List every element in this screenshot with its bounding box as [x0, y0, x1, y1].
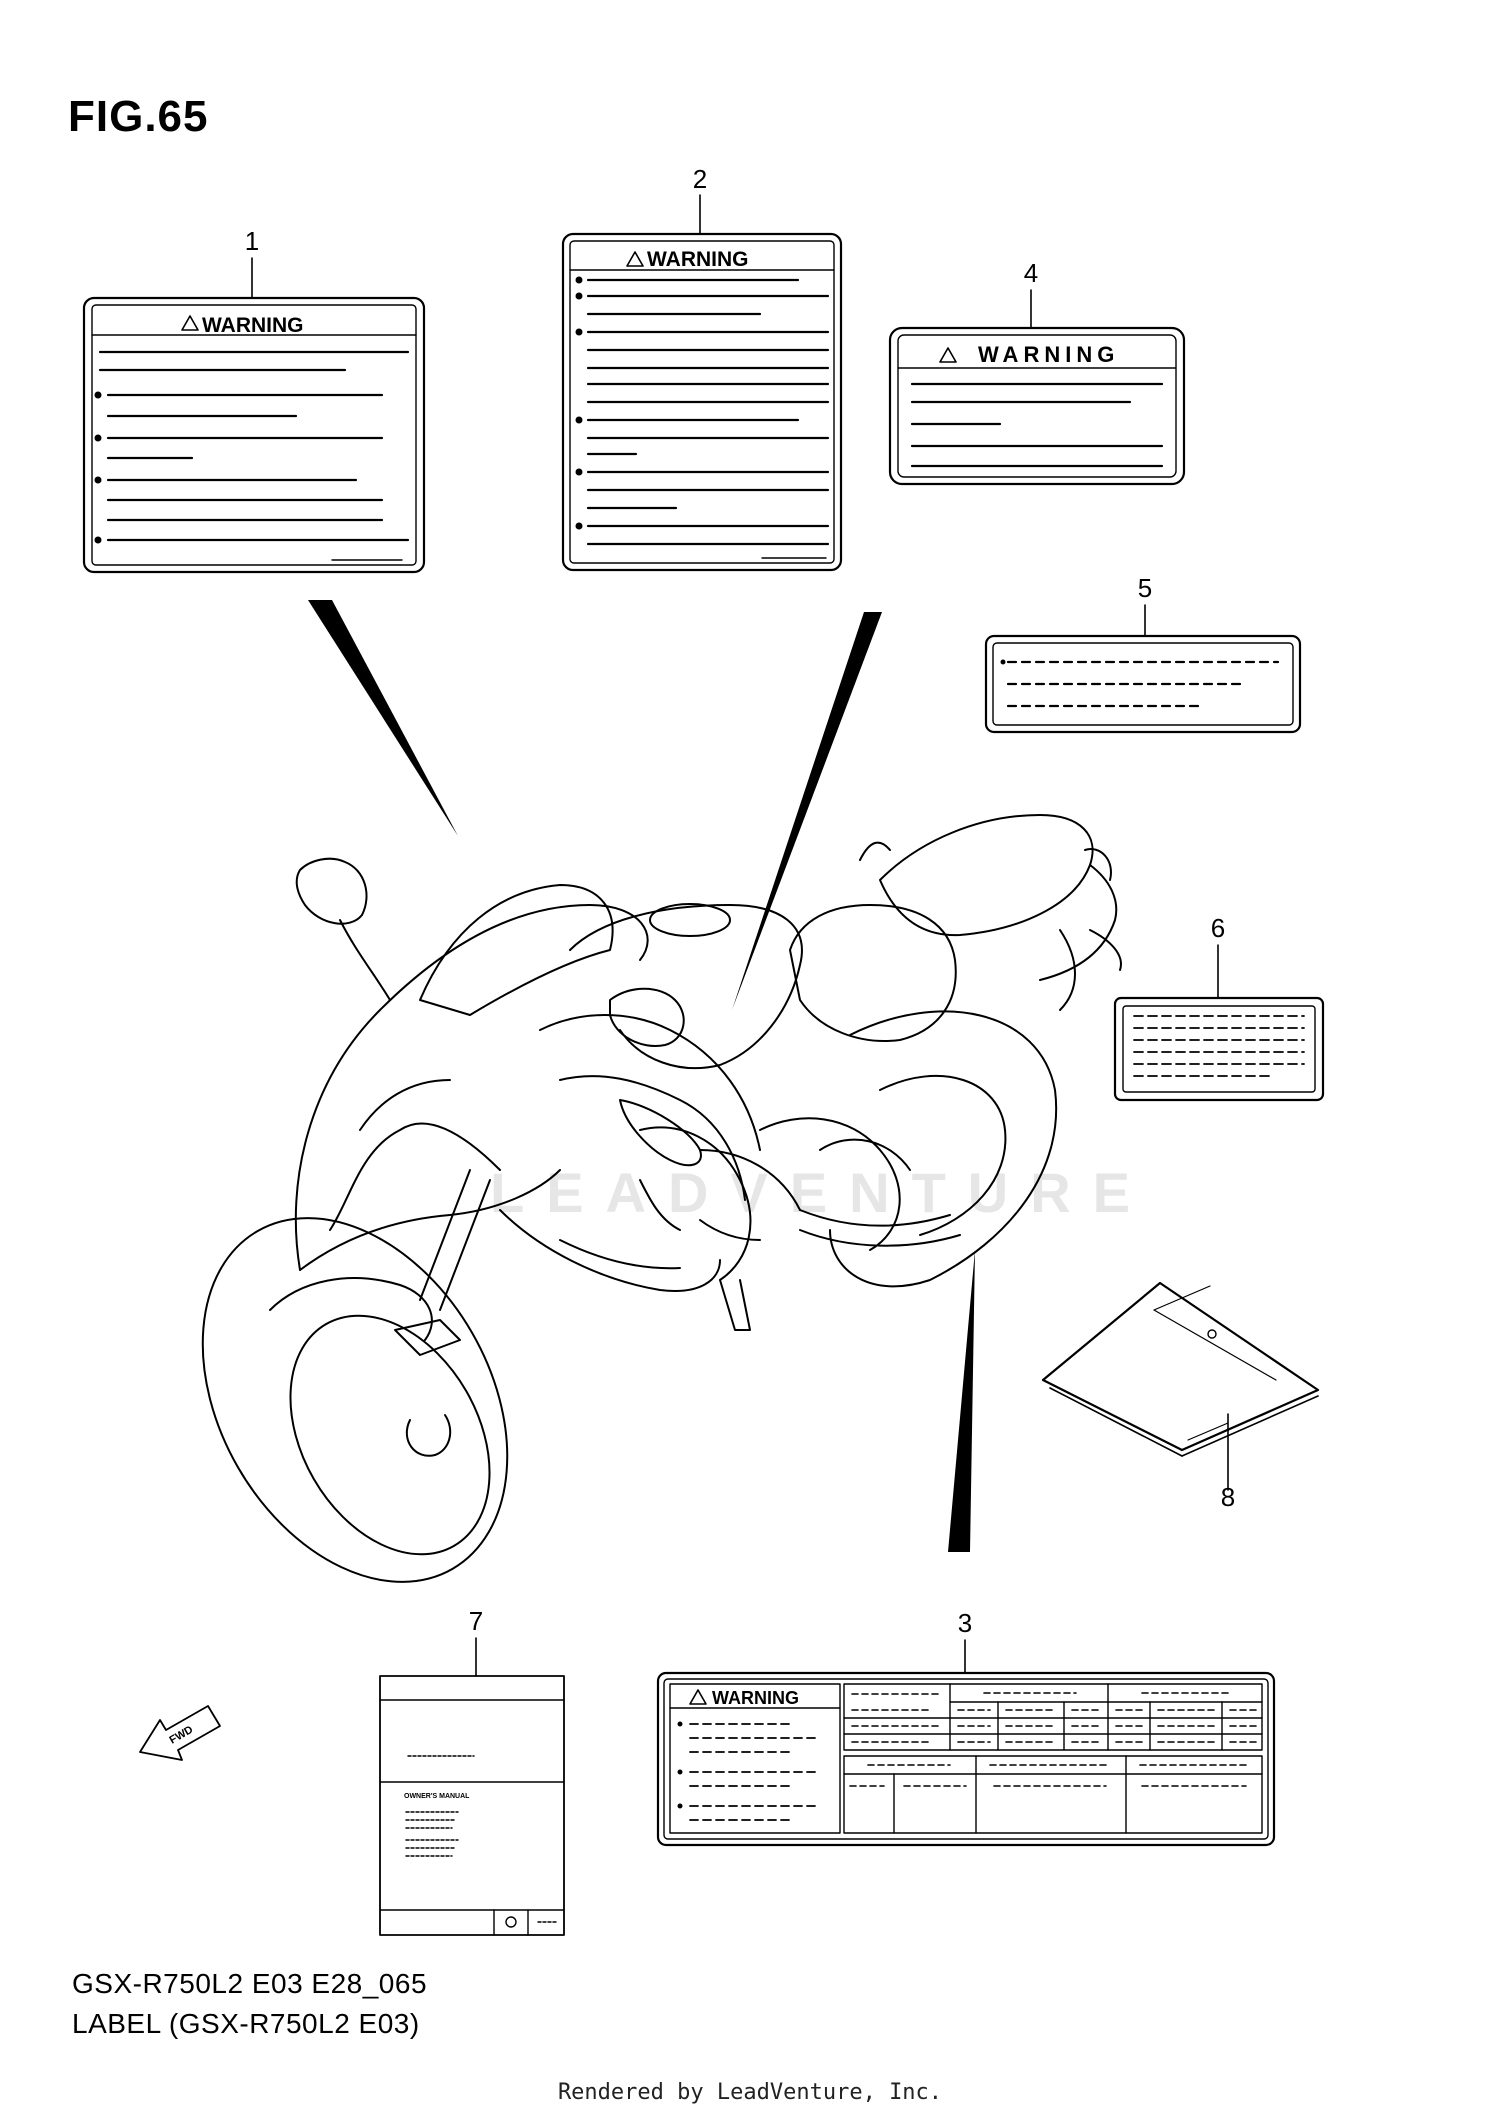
callout-5: 5	[1138, 573, 1152, 603]
label-4-warning-text: WARNING	[978, 342, 1119, 367]
callout-7: 7	[469, 1606, 483, 1636]
label-3-warning-text: WARNING	[712, 1688, 799, 1708]
callout-2: 2	[693, 164, 707, 194]
callout-8: 8	[1221, 1482, 1235, 1512]
callout-leaders	[251, 194, 1229, 1677]
label-1-warning-text: WARNING	[202, 314, 304, 337]
callout-6: 6	[1211, 913, 1225, 943]
label-3-warning-table-decal[interactable]	[656, 1671, 1276, 1847]
label-4-warning-decal[interactable]	[888, 326, 1186, 486]
item-8-info-card[interactable]	[1041, 1281, 1320, 1457]
label-5-info-decal[interactable]	[984, 634, 1302, 734]
leader-wedges	[308, 600, 975, 1552]
rendered-by-credit: Rendered by LeadVenture, Inc.	[557, 2080, 943, 2105]
callout-3: 3	[958, 1608, 972, 1638]
item-7-owners-manual[interactable]	[379, 1675, 565, 1936]
label-6-info-decal[interactable]	[1113, 996, 1325, 1102]
callout-1: 1	[245, 226, 259, 256]
label-1-warning-decal[interactable]	[82, 296, 426, 574]
figure-caption: LABEL (GSX-R750L2 E03)	[72, 2008, 420, 2039]
label-2-warning-text: WARNING	[647, 248, 749, 271]
figure-title: FIG.65	[68, 92, 209, 141]
model-code: GSX-R750L2 E03 E28_065	[72, 1968, 428, 1999]
callout-4: 4	[1024, 258, 1038, 288]
owners-manual-text: OWNER'S MANUAL	[404, 1793, 470, 1800]
label-2-warning-decal[interactable]	[561, 232, 843, 572]
motorcycle-illustration	[201, 814, 1122, 1583]
fwd-arrow-icon	[139, 1705, 221, 1761]
